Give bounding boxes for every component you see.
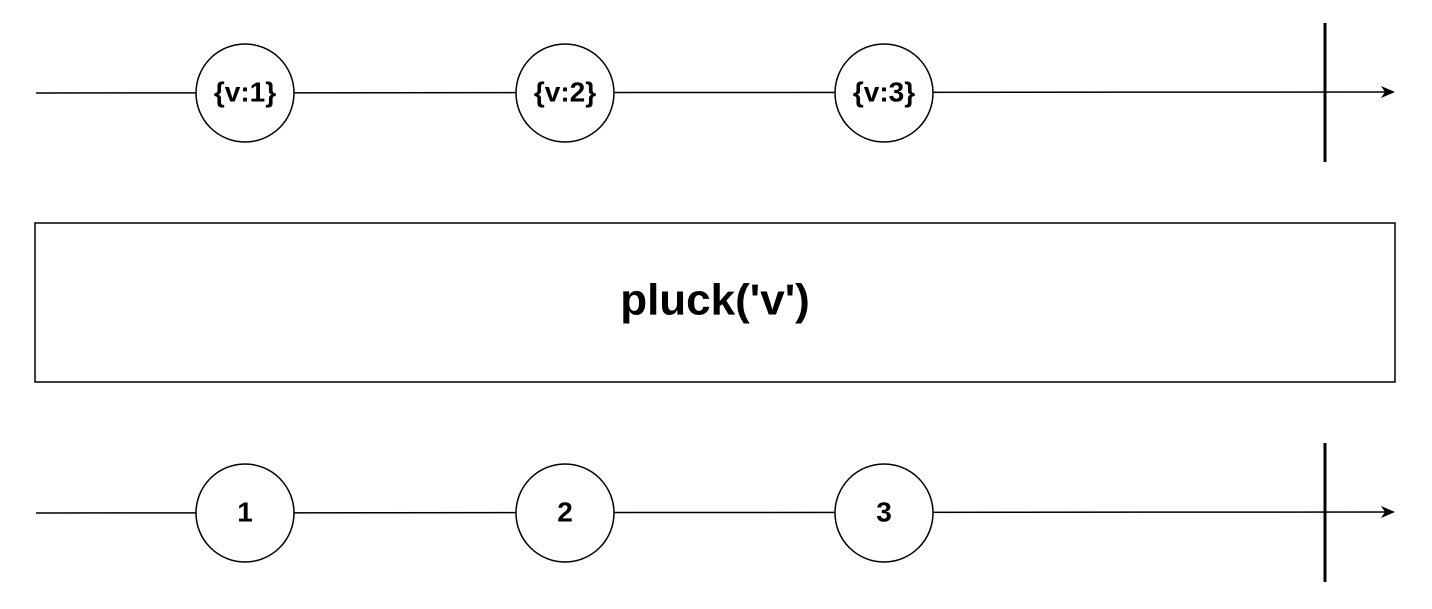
input-stream: {v:1} {v:2} {v:3} — [35, 23, 1395, 162]
input-event-circle — [834, 43, 934, 143]
input-event-circle — [515, 43, 615, 143]
input-event-marble: {v:1} — [195, 43, 295, 143]
output-event-marble: 3 — [834, 463, 934, 563]
input-event-label: {v:3} — [853, 76, 915, 107]
output-event-label: 3 — [876, 496, 892, 527]
input-event-marble: {v:2} — [515, 43, 615, 143]
input-event-circle — [195, 43, 295, 143]
operator-label: pluck('v') — [620, 276, 810, 325]
output-stream: 1 2 3 — [35, 443, 1395, 582]
input-event-marble: {v:3} — [834, 43, 934, 143]
output-event-circle — [515, 463, 615, 563]
output-event-label: 2 — [557, 496, 573, 527]
output-event-marble: 2 — [515, 463, 615, 563]
output-event-circle — [195, 463, 295, 563]
output-event-marble: 1 — [195, 463, 295, 563]
input-event-label: {v:2} — [534, 76, 596, 107]
operator-box: pluck('v') — [34, 222, 1396, 383]
operator-rect — [34, 222, 1396, 383]
input-event-label: {v:1} — [214, 76, 276, 107]
output-event-label: 1 — [237, 496, 253, 527]
output-event-circle — [834, 463, 934, 563]
output-events: 1 2 3 — [195, 463, 934, 563]
input-events: {v:1} {v:2} {v:3} — [195, 43, 934, 143]
